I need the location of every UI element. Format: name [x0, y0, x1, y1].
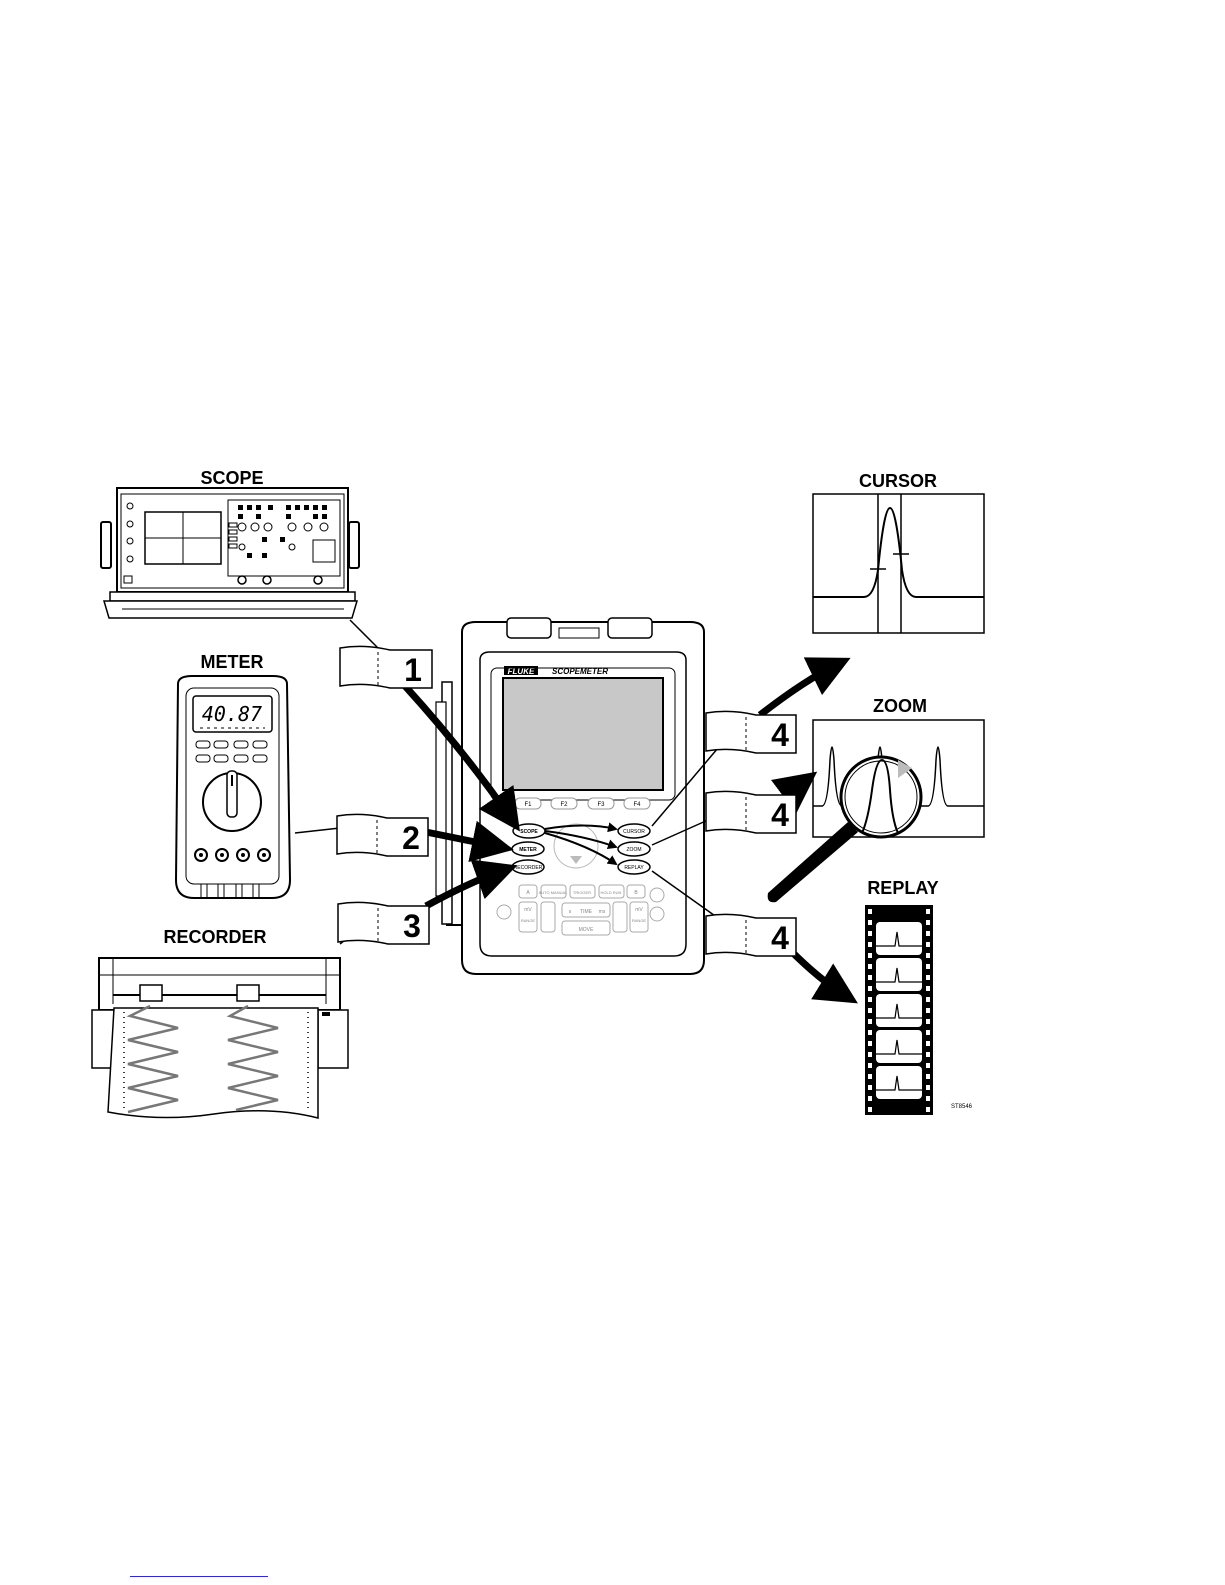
key-mv-a: mV [524, 907, 532, 913]
key-range-a: RANGE [521, 918, 536, 923]
f1-key: F1 [524, 802, 532, 808]
step-4-replay-number: 4 [771, 920, 789, 956]
cursor-illustration: CURSOR [813, 471, 984, 633]
f2-key: F2 [560, 802, 568, 808]
zoom-illustration: ZOOM [768, 696, 984, 902]
step-4-cursor-tag: 4 [706, 711, 796, 753]
step-4-cursor-number: 4 [771, 717, 789, 753]
f3-key: F3 [597, 802, 605, 808]
key-range-b: RANGE [632, 918, 647, 923]
replay-button: REPLAY [624, 865, 644, 871]
key-ms: ms [599, 909, 606, 915]
step-1-number: 1 [404, 652, 422, 688]
cursor-button: CURSOR [623, 829, 645, 835]
replay-label: REPLAY [867, 878, 938, 898]
step-4-zoom-tag: 4 [706, 791, 796, 833]
zoom-label: ZOOM [873, 696, 927, 716]
meter-reading: 40.87 [202, 702, 262, 726]
recorder-button: RECORDER [514, 865, 543, 871]
step-2-number: 2 [402, 820, 420, 856]
step-2-tag: 2 [337, 814, 428, 856]
recorder-label: RECORDER [163, 927, 266, 947]
f4-key: F4 [633, 802, 641, 808]
meter-label: METER [201, 652, 264, 672]
zoom-button: ZOOM [627, 847, 642, 853]
step-4-zoom-number: 4 [771, 797, 789, 833]
scopemeter-illustration: FLUKE SCOPEMETER F1 F2 F3 F4 SCOPE METER… [436, 618, 704, 974]
recorder-illustration: RECORDER [92, 927, 348, 1118]
cursor-label: CURSOR [859, 471, 937, 491]
scope-button: SCOPE [520, 829, 538, 835]
key-mv-b: mV [635, 907, 643, 913]
meter-illustration: METER 40.87 [176, 652, 290, 898]
meter-button: METER [519, 847, 537, 853]
key-move: MOVE [579, 927, 594, 933]
key-time: TIME [580, 909, 593, 915]
step-3-number: 3 [403, 908, 421, 944]
step-1-tag: 1 [340, 646, 432, 688]
key-auto-manual: AUTO MANUAL [539, 890, 569, 895]
scope-illustration: SCOPE [101, 468, 359, 618]
figure-id: ST8546 [951, 1104, 973, 1110]
footer-link-underline [130, 1576, 268, 1577]
scope-label: SCOPE [200, 468, 263, 488]
key-trigger: TRIGGER [573, 890, 591, 895]
step-4-replay-tag: 4 [706, 914, 796, 956]
replay-illustration: REPLAY [865, 878, 973, 1115]
key-hold-run: HOLD RUN [601, 890, 622, 895]
scopemeter-screen [503, 678, 663, 790]
step-3-tag: 3 [338, 902, 429, 944]
